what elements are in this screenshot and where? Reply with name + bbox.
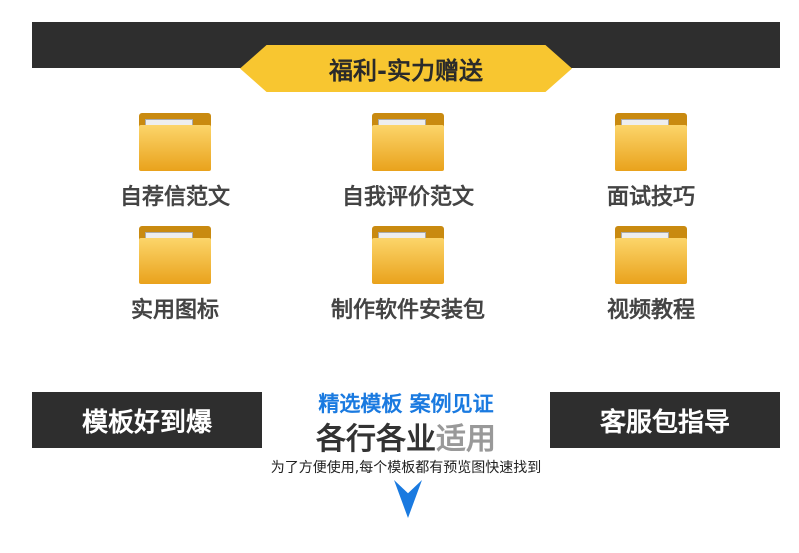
folder-item[interactable]: 自我评价范文 [308, 113, 508, 211]
right-promo-box: 客服包指导 [550, 392, 780, 448]
banner-title: 福利-实力赠送 [240, 45, 572, 92]
left-promo-box: 模板好到爆 [32, 392, 262, 448]
folder-icon [615, 113, 687, 171]
big-tagline-dark: 各行各业 [316, 422, 436, 457]
blue-tagline: 精选模板 案例见证 [318, 392, 494, 416]
folder-icon [615, 226, 687, 284]
folder-label: 自我评价范文 [341, 185, 474, 210]
note-text: 为了方便使用,每个模板都有预览图快速找到 [270, 460, 542, 476]
folder-icon [139, 226, 211, 284]
folder-icon [139, 113, 211, 171]
arrow-down-icon [394, 480, 422, 518]
folder-label: 视频教程 [606, 298, 695, 323]
big-tagline-gray: 适用 [436, 422, 496, 457]
folder-icon [372, 113, 444, 171]
folder-item[interactable]: 自荐信范文 [75, 113, 275, 211]
folder-item[interactable]: 视频教程 [551, 226, 751, 324]
folder-label: 制作软件安装包 [330, 298, 485, 323]
big-tagline: 各行各业适用 [262, 414, 550, 458]
folder-item[interactable]: 制作软件安装包 [308, 226, 508, 324]
folder-label: 实用图标 [130, 298, 219, 323]
folder-icon [372, 226, 444, 284]
folder-item[interactable]: 实用图标 [75, 226, 275, 324]
folder-label: 面试技巧 [606, 185, 695, 210]
folder-item[interactable]: 面试技巧 [551, 113, 751, 211]
folder-label: 自荐信范文 [119, 185, 230, 210]
